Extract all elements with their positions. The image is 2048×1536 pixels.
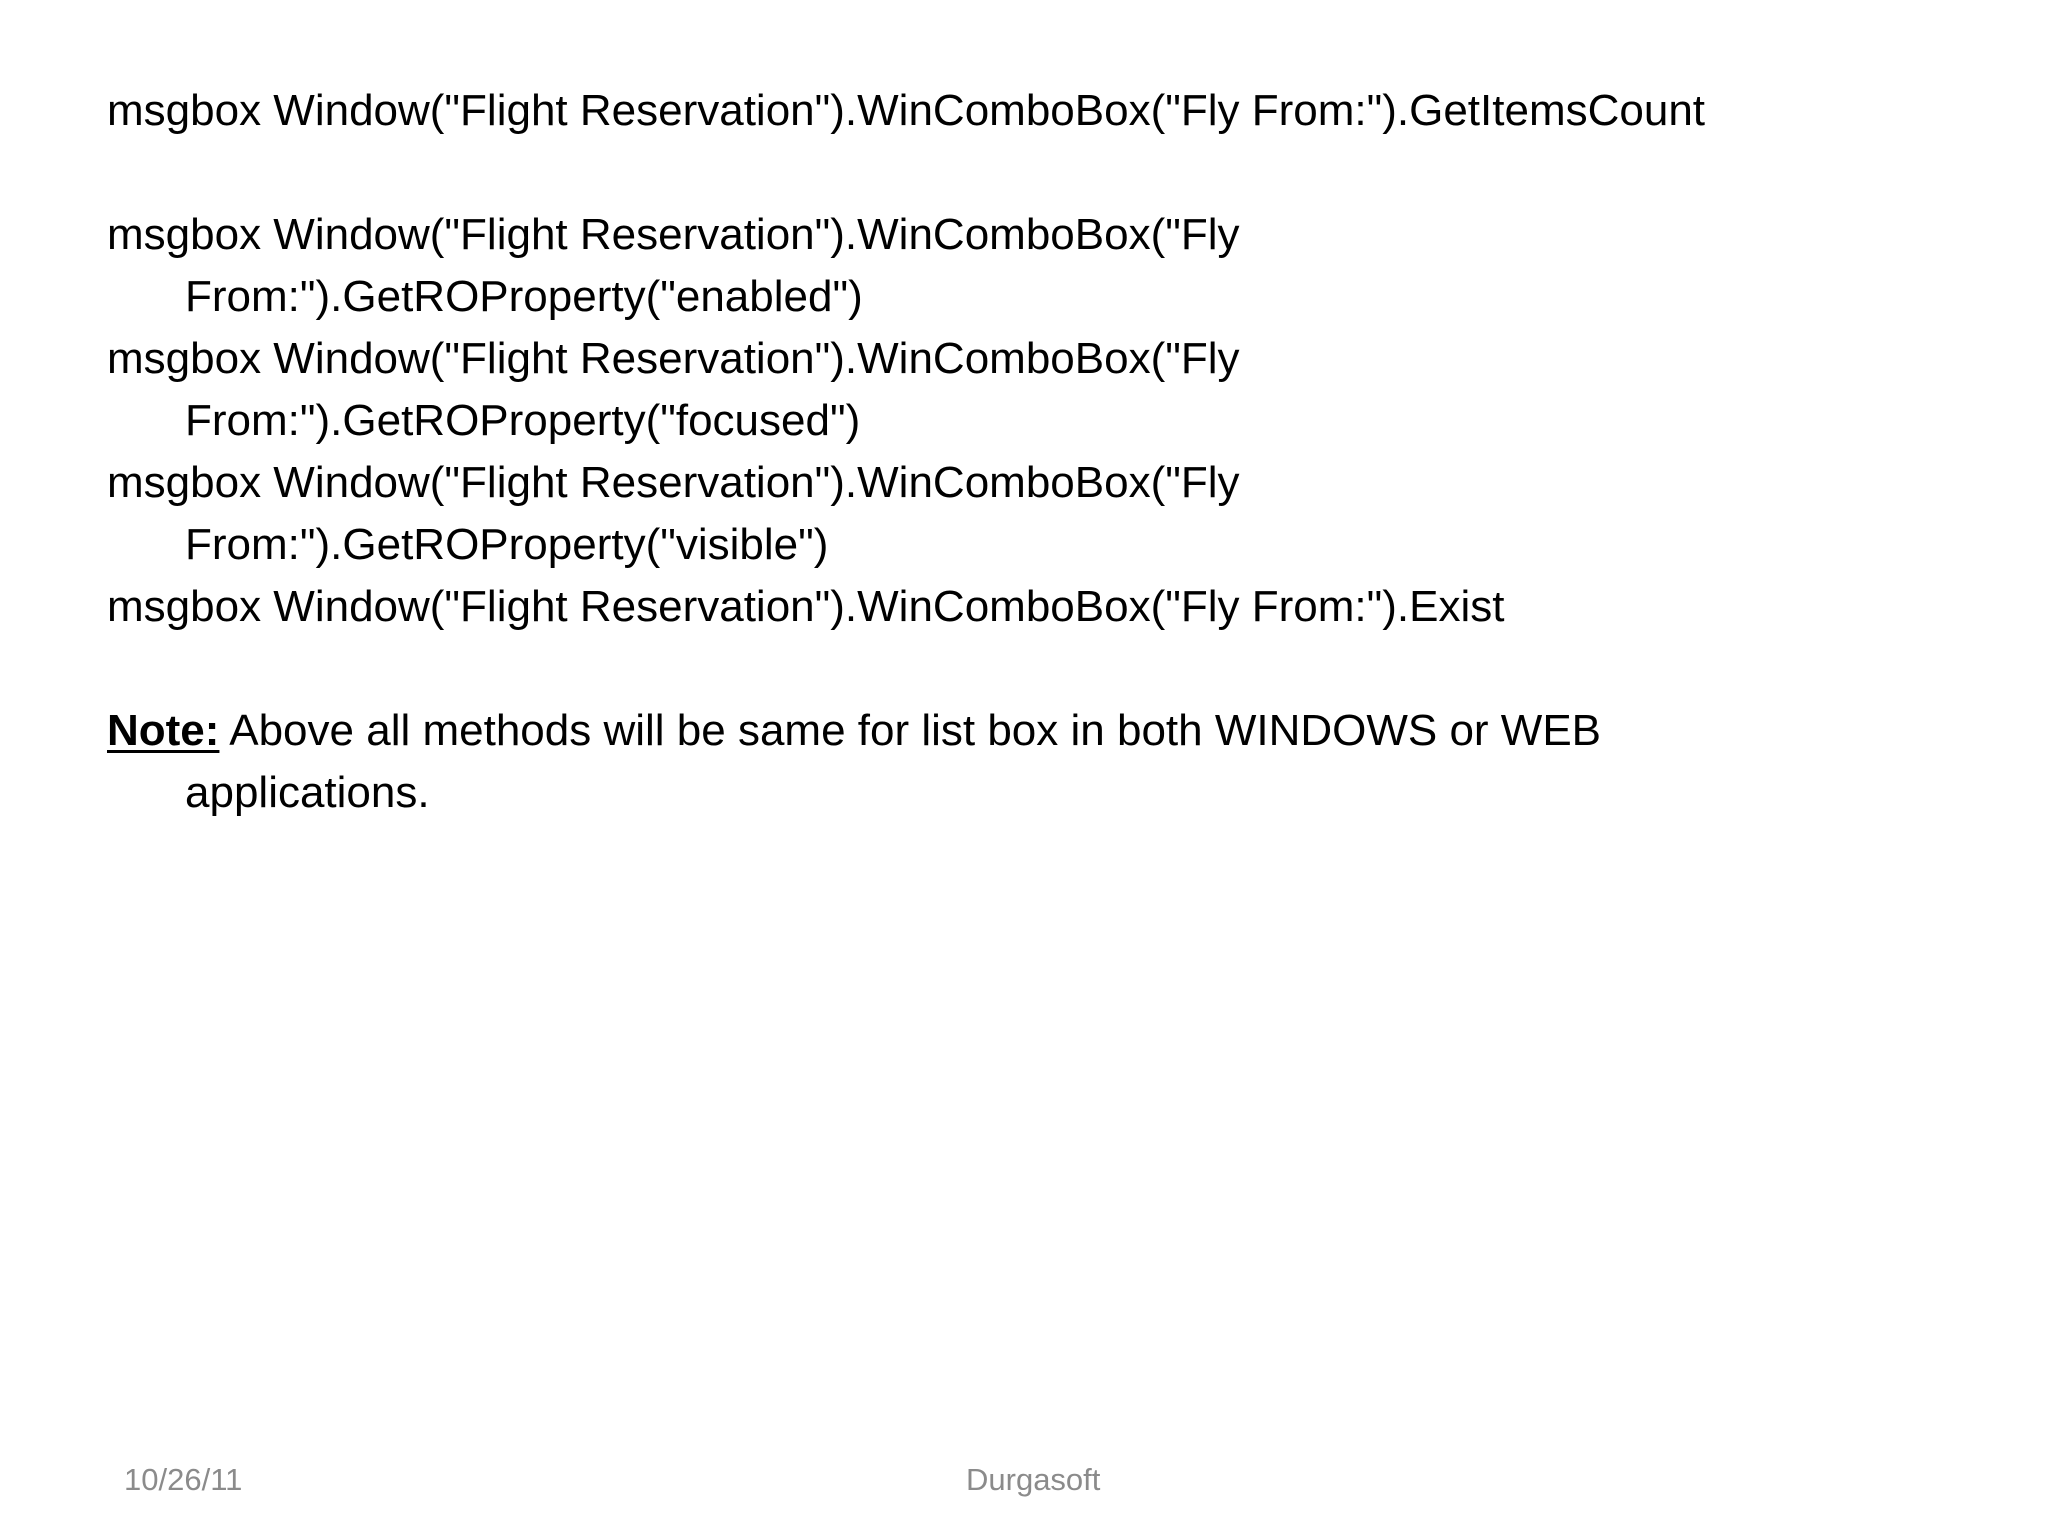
code-text: msgbox Window("Flight Reservation").WinC…: [107, 458, 1240, 507]
code-text-continued: From:").GetROProperty("visible"): [185, 520, 829, 569]
code-text-continued: From:").GetROProperty("enabled"): [185, 272, 863, 321]
code-line-visible: msgbox Window("Flight Reservation").WinC…: [107, 452, 1907, 576]
code-line-focused: msgbox Window("Flight Reservation").WinC…: [107, 328, 1907, 452]
code-text: msgbox Window("Flight Reservation").WinC…: [107, 210, 1240, 259]
note-text-continued: applications.: [185, 768, 430, 817]
note-paragraph: Note: Above all methods will be same for…: [107, 700, 1907, 824]
code-line-exist: msgbox Window("Flight Reservation").WinC…: [107, 576, 1907, 638]
blank-line: [107, 638, 1907, 700]
code-text-continued: From:").GetROProperty("focused"): [185, 396, 861, 445]
note-label: Note:: [107, 706, 220, 755]
code-text: msgbox Window("Flight Reservation").WinC…: [107, 582, 1505, 631]
code-line-enabled: msgbox Window("Flight Reservation").WinC…: [107, 204, 1907, 328]
slide-body: msgbox Window("Flight Reservation").WinC…: [107, 80, 1907, 824]
footer-company: Durgasoft: [966, 1462, 1101, 1497]
note-text: Above all methods will be same for list …: [219, 706, 1602, 755]
code-line-items-count: msgbox Window("Flight Reservation").WinC…: [107, 80, 1907, 142]
code-text: msgbox Window("Flight Reservation").WinC…: [107, 86, 1706, 135]
footer-date: 10/26/11: [124, 1462, 243, 1497]
blank-line: [107, 142, 1907, 204]
code-text: msgbox Window("Flight Reservation").WinC…: [107, 334, 1240, 383]
